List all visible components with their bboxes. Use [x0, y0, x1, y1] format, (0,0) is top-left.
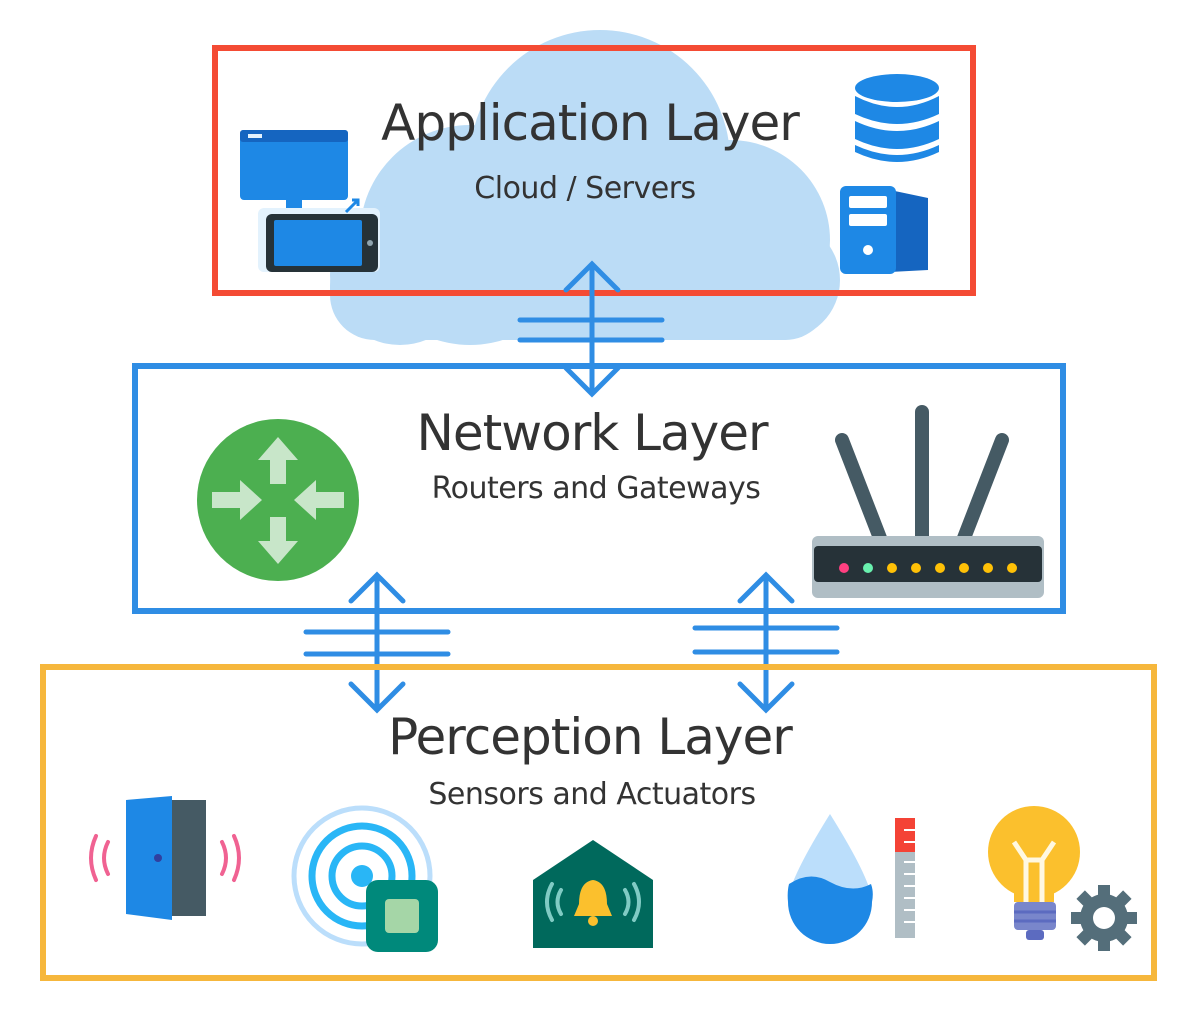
wireless-chip-sensor-icon	[291, 805, 438, 952]
perception-layer-box	[40, 664, 1157, 981]
perception-layer-subtitle: Sensors and Actuators	[428, 777, 755, 812]
application-layer-subtitle: Cloud / Servers	[474, 171, 695, 206]
database-icon	[855, 74, 939, 162]
perception-layer-title: Perception Layer	[388, 708, 793, 766]
wifi-router-icon	[812, 405, 1044, 598]
desktop-tablet-icon	[240, 130, 380, 272]
network-perception-connector-left-icon	[303, 571, 451, 714]
water-level-icon	[787, 814, 915, 944]
alarm-bell-icon	[533, 840, 653, 948]
network-perception-connector-right-icon	[692, 571, 840, 714]
smart-bulb-icon	[988, 806, 1137, 951]
server-tower-icon	[840, 186, 928, 274]
router-arrows-icon	[197, 419, 359, 581]
application-layer-title: Application Layer	[381, 94, 800, 152]
network-layer-subtitle: Routers and Gateways	[432, 471, 761, 506]
network-layer-box	[132, 363, 1066, 614]
network-layer-title: Network Layer	[416, 404, 769, 462]
door-sensor-icon	[89, 796, 241, 920]
app-network-connector-icon	[517, 260, 665, 398]
